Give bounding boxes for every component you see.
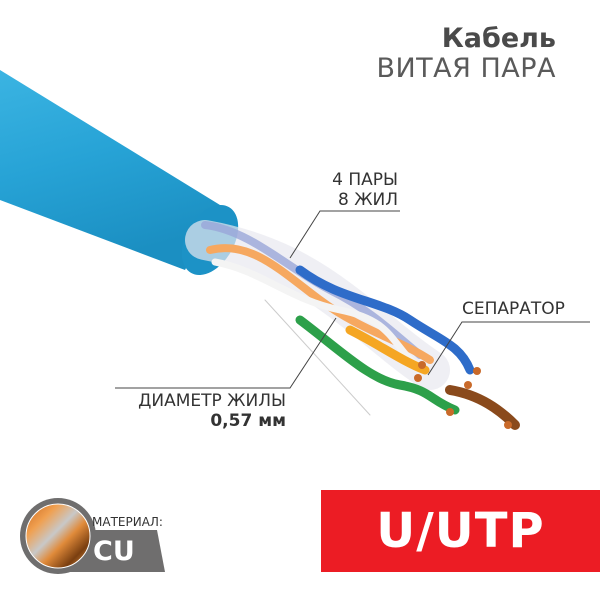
diameter-callout: ДИАМЕТР ЖИЛЫ 0,57 мм [138, 391, 286, 431]
diameter-label: ДИАМЕТР ЖИЛЫ [138, 391, 286, 411]
material-value: CU [93, 536, 135, 567]
title-sub: ВИТАЯ ПАРА [376, 53, 556, 84]
material-badge [20, 498, 165, 574]
shielding-badge: U/UTP [321, 490, 600, 572]
twisted-pairs [185, 220, 520, 430]
shielding-label: U/UTP [376, 503, 545, 559]
material-label: МАТЕРИАЛ: [92, 515, 163, 529]
pairs-count: 4 ПАРЫ [332, 170, 398, 190]
cores-count: 8 ЖИЛ [337, 190, 398, 210]
separator-leader-line [427, 321, 590, 376]
separator-callout: СЕПАРАТОР [462, 299, 565, 319]
page-title: Кабель ВИТАЯ ПАРА [376, 24, 556, 84]
pairs-leader-line [289, 210, 400, 259]
title-main: Кабель [441, 23, 556, 54]
diameter-leader-line [115, 317, 337, 389]
diameter-value: 0,57 мм [210, 411, 286, 431]
pairs-callout: 4 ПАРЫ 8 ЖИЛ [332, 170, 398, 210]
